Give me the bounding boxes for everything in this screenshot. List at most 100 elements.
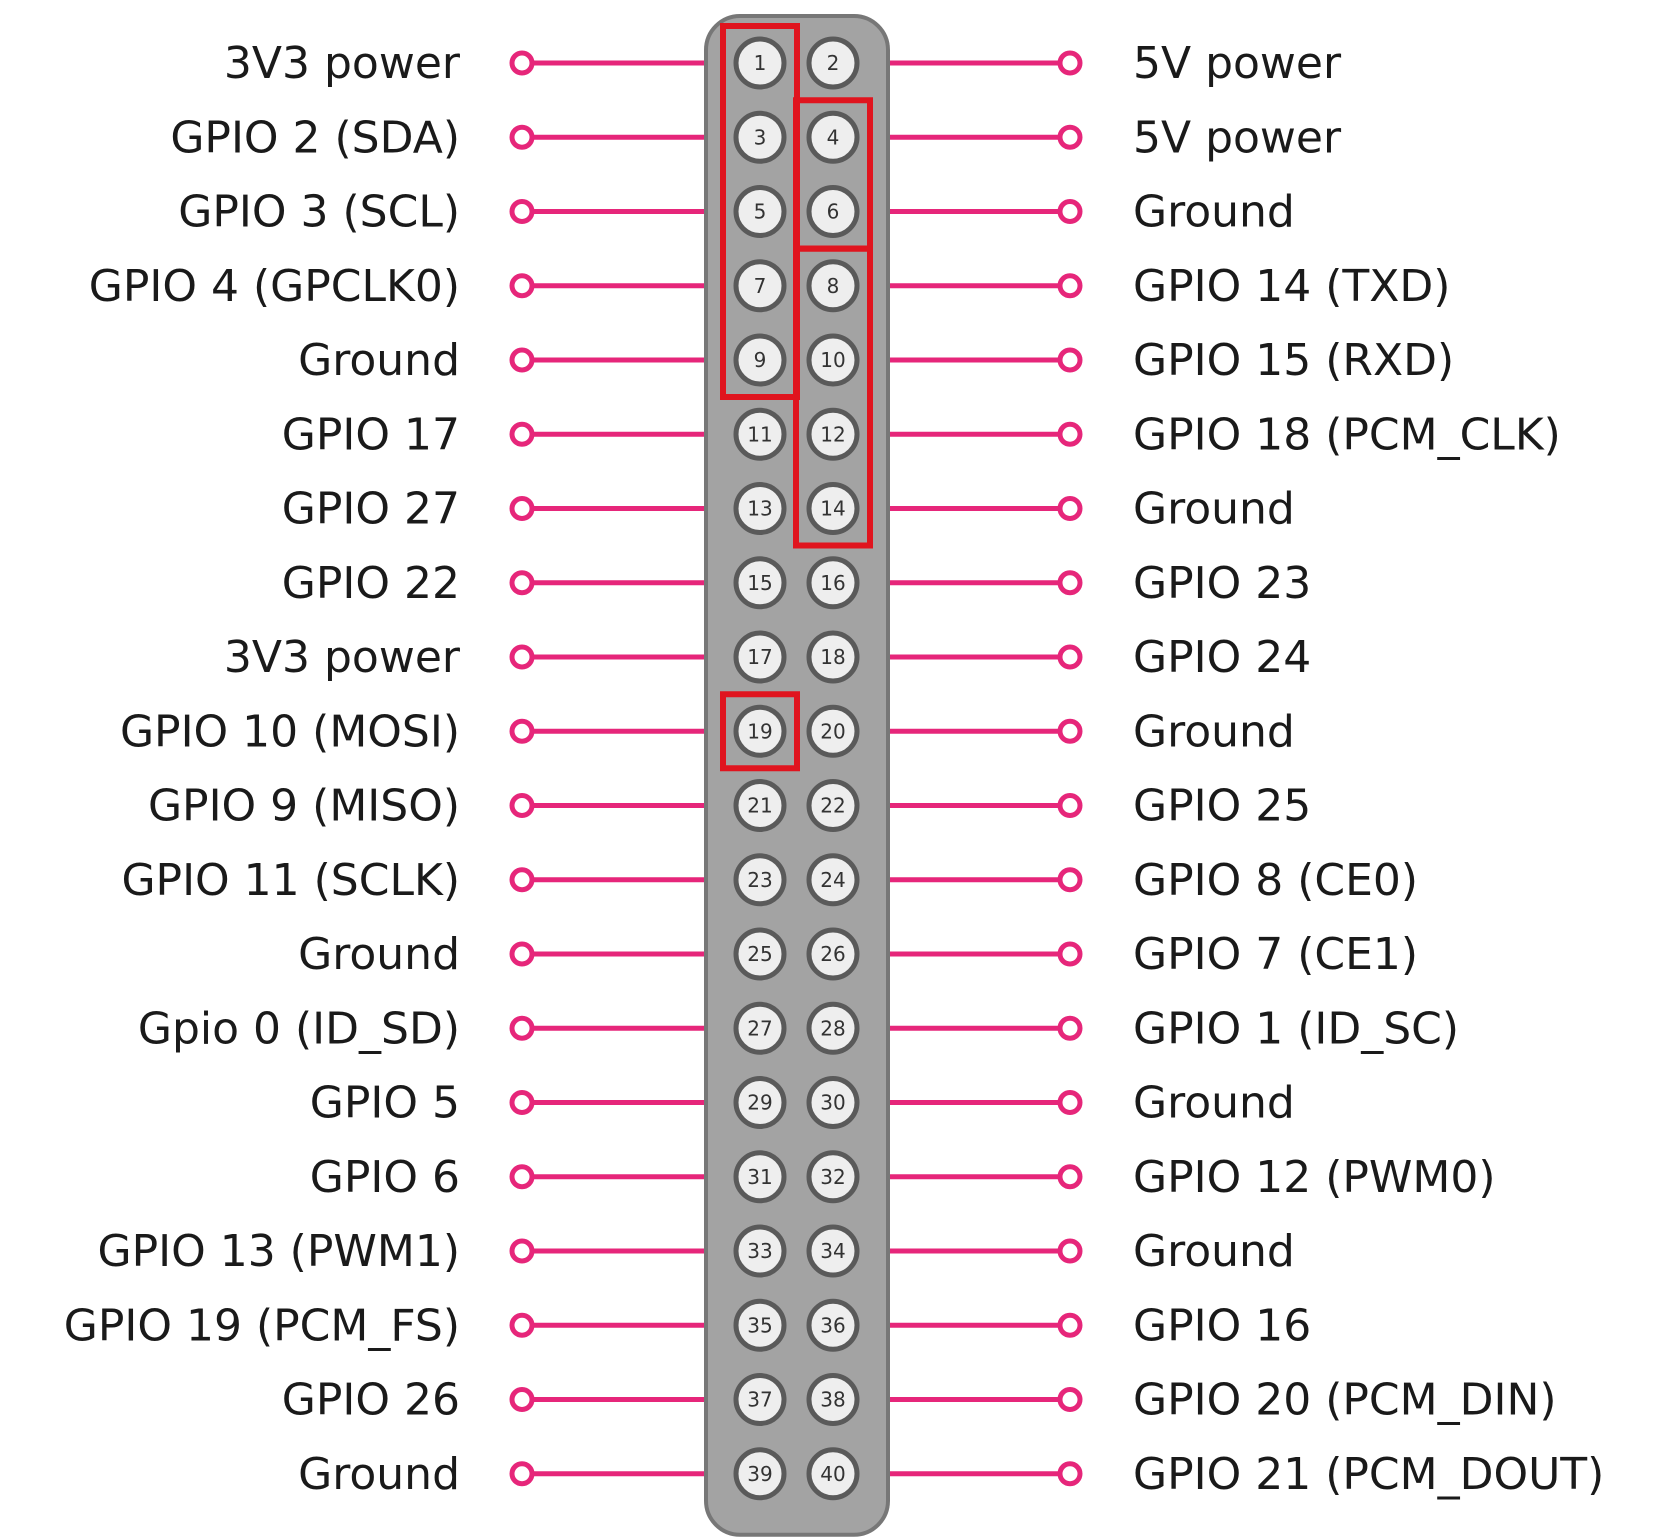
connector-end-18	[1057, 644, 1083, 670]
connector-end-7	[509, 273, 535, 299]
pin-number-31: 31	[747, 1165, 772, 1189]
connector-end-35	[509, 1312, 535, 1338]
pin-number-39: 39	[747, 1462, 772, 1486]
pin-6	[806, 185, 860, 238]
connector-end-34	[1057, 1238, 1083, 1264]
pin-number-1: 1	[754, 51, 767, 75]
pin-label-5: GPIO 3 (SCL)	[178, 187, 460, 238]
pin-number-25: 25	[747, 942, 772, 966]
pin-11	[733, 407, 787, 461]
pin-label-30: Ground	[1133, 1078, 1295, 1129]
pin-number-8: 8	[827, 274, 840, 298]
pin-2	[806, 36, 860, 90]
connector-end-5	[509, 199, 535, 224]
connector-end-22	[1057, 793, 1083, 818]
pin-number-10: 10	[820, 348, 845, 372]
pin-35	[733, 1298, 787, 1352]
connector-end-13	[509, 496, 535, 521]
pin-number-40: 40	[820, 1462, 845, 1486]
pin-15	[733, 556, 787, 610]
pin-number-6: 6	[827, 200, 840, 224]
connector-end-38	[1057, 1387, 1083, 1412]
pin-label-2: 5V power	[1133, 38, 1342, 89]
connector-end-16	[1057, 570, 1083, 596]
pin-number-34: 34	[820, 1239, 845, 1263]
pin-number-20: 20	[820, 719, 845, 743]
pin-label-31: GPIO 6	[310, 1152, 460, 1203]
pin-label-12: GPIO 18 (PCM_CLK)	[1133, 409, 1561, 460]
pin-37	[733, 1373, 787, 1426]
connector-end-36	[1057, 1312, 1083, 1338]
connector-end-30	[1057, 1090, 1083, 1115]
pin-label-36: GPIO 16	[1133, 1300, 1311, 1351]
pin-label-35: GPIO 19 (PCM_FS)	[64, 1300, 460, 1351]
pin-label-17: 3V3 power	[224, 632, 461, 683]
pin-label-20: Ground	[1133, 706, 1295, 757]
connector-lines	[509, 50, 1083, 1487]
pin-27	[733, 1001, 787, 1055]
pin-36	[806, 1298, 860, 1352]
pin-number-27: 27	[747, 1016, 772, 1040]
highlight-boxes	[720, 23, 873, 772]
pin-label-37: GPIO 26	[282, 1375, 460, 1426]
pin-label-21: GPIO 9 (MISO)	[148, 781, 460, 832]
pin-number-37: 37	[747, 1388, 772, 1412]
pin-39	[733, 1447, 787, 1501]
pin-number-19: 19	[747, 719, 772, 743]
pin-label-8: GPIO 14 (TXD)	[1133, 261, 1450, 312]
pin-3	[733, 110, 787, 164]
pin-20	[806, 704, 860, 758]
pin-label-3: GPIO 2 (SDA)	[170, 112, 460, 163]
pin-label-32: GPIO 12 (PWM0)	[1133, 1152, 1496, 1203]
connector-end-31	[509, 1164, 535, 1190]
connector-end-29	[509, 1090, 535, 1115]
pin-number-33: 33	[747, 1239, 772, 1263]
pin-31	[733, 1150, 787, 1204]
pin-label-38: GPIO 20 (PCM_DIN)	[1133, 1375, 1557, 1426]
pin-label-6: Ground	[1133, 187, 1295, 238]
pin-label-22: GPIO 25	[1133, 781, 1311, 832]
connector-end-24	[1057, 867, 1083, 893]
pin-number-18: 18	[820, 645, 845, 669]
pin-label-14: Ground	[1133, 484, 1295, 535]
pin-number-13: 13	[747, 497, 772, 521]
pin-14	[806, 482, 860, 535]
connector-end-10	[1057, 347, 1083, 373]
pin-label-4: 5V power	[1133, 112, 1342, 163]
pin-number-29: 29	[747, 1091, 772, 1115]
connector-end-9	[509, 347, 535, 373]
pin-label-39: Ground	[298, 1449, 460, 1500]
pin-34	[806, 1224, 860, 1278]
connector-end-17	[509, 644, 535, 670]
pin-label-40: GPIO 21 (PCM_DOUT)	[1133, 1449, 1604, 1500]
pin-number-16: 16	[820, 571, 845, 595]
pin-label-29: GPIO 5	[310, 1078, 460, 1129]
connector-end-27	[509, 1015, 535, 1041]
pin-label-7: GPIO 4 (GPCLK0)	[89, 261, 460, 312]
pin-number-17: 17	[747, 645, 772, 669]
pin-label-16: GPIO 23	[1133, 558, 1311, 609]
connector-end-21	[509, 793, 535, 818]
pin-label-18: GPIO 24	[1133, 632, 1311, 683]
pin-label-15: GPIO 22	[282, 558, 460, 609]
pin-number-36: 36	[820, 1313, 845, 1337]
pin-5	[733, 185, 787, 238]
connector-end-25	[509, 941, 535, 967]
pin-number-5: 5	[754, 200, 767, 224]
pin-29	[733, 1076, 787, 1129]
pin-40	[806, 1447, 860, 1501]
pin-22	[806, 779, 860, 832]
pin-number-11: 11	[747, 422, 772, 446]
pin-32	[806, 1150, 860, 1204]
pin-label-24: GPIO 8 (CE0)	[1133, 855, 1418, 906]
connector-end-28	[1057, 1015, 1083, 1041]
pin-12	[806, 407, 860, 461]
connector-end-1	[509, 50, 535, 76]
pin-13	[733, 482, 787, 535]
pin-25	[733, 927, 787, 981]
pin-number-2: 2	[827, 51, 840, 75]
highlight-box-3	[793, 245, 873, 549]
